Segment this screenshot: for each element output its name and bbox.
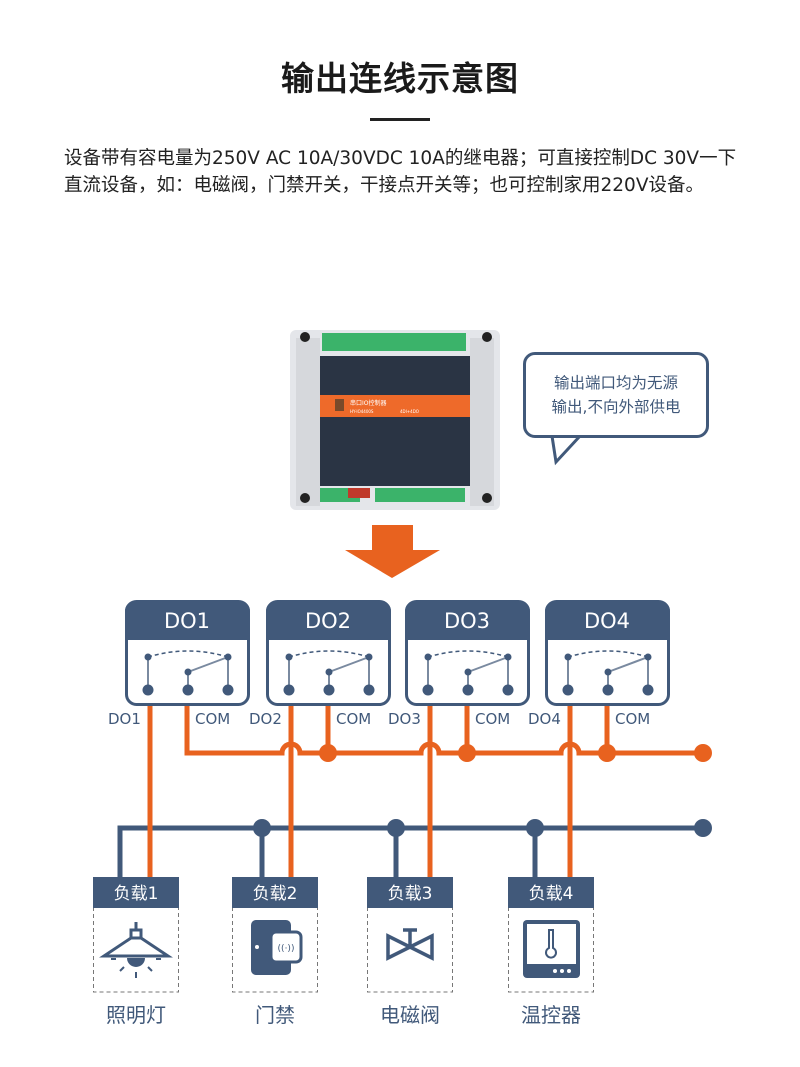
relay-dashed-arc <box>427 650 509 658</box>
relay-terminal-dot <box>604 668 612 676</box>
relay-terminal-dot <box>323 684 335 696</box>
do-box-title: DO2 <box>305 609 351 633</box>
do-box-header <box>405 601 530 640</box>
com-pin-label: COM <box>195 710 230 728</box>
do-box-title: DO1 <box>164 609 210 633</box>
title-underline <box>370 118 430 121</box>
relay-switch-arm <box>607 656 649 673</box>
thermostat-icon-button <box>567 969 571 973</box>
do-pin-label: DO2 <box>249 710 282 728</box>
relay-terminal-dot <box>142 684 154 696</box>
load-header-label: 负载4 <box>529 884 574 904</box>
load-header-label: 负载3 <box>388 884 433 904</box>
com-bus-terminal <box>694 744 712 762</box>
load-label: 温控器 <box>521 1003 581 1027</box>
thermostat-icon-button <box>553 969 557 973</box>
io-controller-device: 串口IO控制器 HY-IO4400S 4DI+4DO <box>290 330 500 510</box>
com-pin-label: COM <box>475 710 510 728</box>
relay-terminal-dot <box>562 684 574 696</box>
access-control-icon-knob <box>255 945 259 949</box>
callout-bubble: 输出端口均为无源 输出,不向外部供电 <box>523 352 709 438</box>
return-bus-wire <box>117 825 703 878</box>
relay-terminal-dot <box>464 668 472 676</box>
relay-terminal-dot <box>184 668 192 676</box>
do-box-header <box>266 601 391 640</box>
device-model: HY-IO4400S <box>350 409 374 414</box>
page-title: 输出连线示意图 <box>281 59 519 98</box>
access-control-icon-waves: ((·)) <box>278 944 295 954</box>
load-label: 照明灯 <box>106 1003 166 1027</box>
relay-terminal-dot <box>642 684 654 696</box>
do-pin-label: DO4 <box>528 710 561 728</box>
load-header <box>367 877 453 908</box>
load-header <box>93 877 179 908</box>
relay-switch-arm <box>467 656 509 673</box>
device-io: 4DI+4DO <box>400 409 419 414</box>
junction-dot <box>253 819 271 837</box>
relay-terminal-dot <box>424 653 432 661</box>
com-pin-label: COM <box>615 710 650 728</box>
callout-line1: 输出端口均为无源 <box>553 374 678 392</box>
callout-line2: 输出,不向外部供电 <box>551 398 681 416</box>
do-pin-label: DO1 <box>108 710 141 728</box>
relay-terminal-dot <box>504 653 512 661</box>
do-pin-label: DO3 <box>388 710 421 728</box>
relay-terminal-dot <box>564 653 572 661</box>
load-header <box>232 877 318 908</box>
relay-terminal-dot <box>285 653 293 661</box>
load-box <box>93 906 179 993</box>
load-box <box>367 906 453 993</box>
description: 设备带有容电量为250V AC 10A/30VDC 10A的继电器；可直接控制D… <box>64 148 737 196</box>
load-header-label: 负载1 <box>114 884 159 904</box>
load-header-label: 负载2 <box>253 884 298 904</box>
relay-switch-arm <box>187 656 229 673</box>
relay-terminal-dot <box>325 668 333 676</box>
relay-terminal-dot <box>222 684 234 696</box>
relay-terminal-dot <box>363 684 375 696</box>
junction-dot <box>387 819 405 837</box>
relay-terminal-dot <box>422 684 434 696</box>
do-box-title: DO4 <box>584 609 630 633</box>
load-label: 电磁阀 <box>380 1003 440 1027</box>
return-bus-terminal <box>694 819 712 837</box>
load-header <box>508 877 594 908</box>
relay-switch-arm <box>328 656 370 673</box>
callout-tail <box>550 434 584 466</box>
lamp-icon <box>99 922 173 958</box>
lamp-icon-rays <box>111 958 161 978</box>
do-box-title: DO3 <box>444 609 490 633</box>
relay-dashed-arc <box>567 650 649 658</box>
load-label: 门禁 <box>255 1003 295 1027</box>
relay-terminal-dot <box>644 653 652 661</box>
solenoid-valve-icon <box>386 928 434 961</box>
relay-terminal-dot <box>602 684 614 696</box>
thermostat-icon-thermometer <box>545 929 557 959</box>
junction-dot <box>319 744 337 762</box>
relay-terminal-dot <box>365 653 373 661</box>
junction-dot <box>526 819 544 837</box>
relay-dashed-arc <box>288 650 370 658</box>
relay-terminal-dot <box>502 684 514 696</box>
do-box-header <box>545 601 670 640</box>
relay-terminal-dot <box>182 684 194 696</box>
thermostat-icon-button <box>560 969 564 973</box>
junction-dot <box>458 744 476 762</box>
do-box-header <box>125 601 250 640</box>
device-label: 串口IO控制器 <box>350 399 387 407</box>
junction-dot <box>598 744 616 762</box>
relay-terminal-dot <box>283 684 295 696</box>
relay-terminal-dot <box>224 653 232 661</box>
relay-dashed-arc <box>147 650 229 658</box>
lamp-icon-bulb <box>127 958 145 967</box>
down-arrow-icon <box>345 525 440 578</box>
com-pin-label: COM <box>336 710 371 728</box>
access-control-icon-reader <box>269 930 303 964</box>
relay-terminal-dot <box>462 684 474 696</box>
relay-terminal-dot <box>144 653 152 661</box>
